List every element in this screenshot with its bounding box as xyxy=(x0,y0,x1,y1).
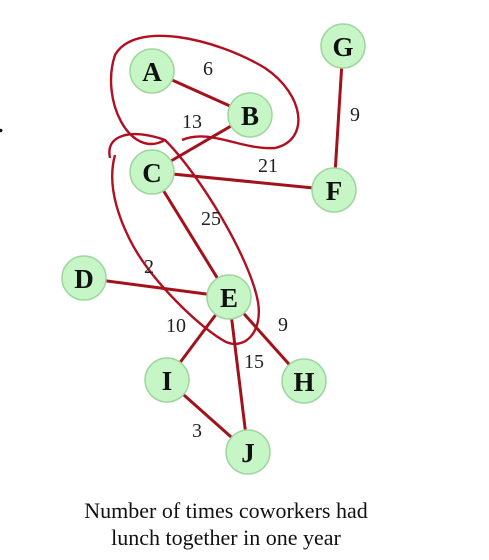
node-b: B xyxy=(227,92,273,138)
node-label-d: D xyxy=(74,264,94,294)
edge-weight-e-j: 15 xyxy=(244,351,264,373)
caption-line-2: lunch together in one year xyxy=(111,525,341,550)
edge-weight-g-f: 9 xyxy=(350,104,360,126)
node-c: C xyxy=(129,149,175,195)
edge-g-f xyxy=(332,44,345,192)
cut-off-text-mark: . xyxy=(0,106,5,139)
edge-d-e xyxy=(82,276,231,299)
node-label-c: C xyxy=(142,158,162,188)
node-label-h: H xyxy=(293,367,314,397)
edge-weight-i-j: 3 xyxy=(192,420,202,442)
edge-weight-a-b: 6 xyxy=(203,58,213,80)
node-j: J xyxy=(225,429,271,475)
node-label-g: G xyxy=(332,32,353,62)
edge-weight-d-e: 2 xyxy=(144,256,154,278)
node-label-b: B xyxy=(241,101,259,131)
node-circle-c xyxy=(129,149,175,195)
edge-weight-c-f: 21 xyxy=(258,155,278,177)
node-circle-j xyxy=(225,429,271,475)
edge-weight-c-e: 25 xyxy=(201,208,221,230)
node-circle-i xyxy=(144,357,190,403)
node-label-a: A xyxy=(142,57,162,87)
node-i: I xyxy=(144,357,190,403)
node-label-f: F xyxy=(326,176,343,206)
caption-line-1: Number of times coworkers had xyxy=(84,498,368,523)
node-circle-g xyxy=(320,23,366,69)
node-a: A xyxy=(129,48,175,94)
nodes-layer: A B C D E F G H I J xyxy=(61,23,366,475)
edge-weight-e-h: 9 xyxy=(278,314,288,336)
node-label-i: I xyxy=(162,366,173,396)
cluster-loop-ce xyxy=(108,133,261,345)
node-h: H xyxy=(281,358,327,404)
node-circle-a xyxy=(129,48,175,94)
node-g: G xyxy=(320,23,366,69)
weights-layer: 6 13 9 21 25 2 10 9 15 3 xyxy=(144,58,360,442)
edge-c-f xyxy=(150,170,336,192)
edge-c-e xyxy=(150,170,231,299)
edge-e-j xyxy=(227,295,250,454)
node-e: E xyxy=(206,274,252,320)
node-circle-f xyxy=(311,167,357,213)
node-d: D xyxy=(61,255,107,301)
cluster-loop-ab xyxy=(109,34,300,150)
node-circle-e xyxy=(206,274,252,320)
node-f: F xyxy=(311,167,357,213)
node-label-j: J xyxy=(241,438,255,468)
node-circle-h xyxy=(281,358,327,404)
diagram-caption: Number of times coworkers had lunch toge… xyxy=(0,497,452,551)
node-label-e: E xyxy=(220,283,238,313)
node-circle-b xyxy=(227,92,273,138)
edge-weight-e-i: 10 xyxy=(166,315,186,337)
edge-weight-b-c: 13 xyxy=(182,111,202,133)
node-circle-d xyxy=(61,255,107,301)
